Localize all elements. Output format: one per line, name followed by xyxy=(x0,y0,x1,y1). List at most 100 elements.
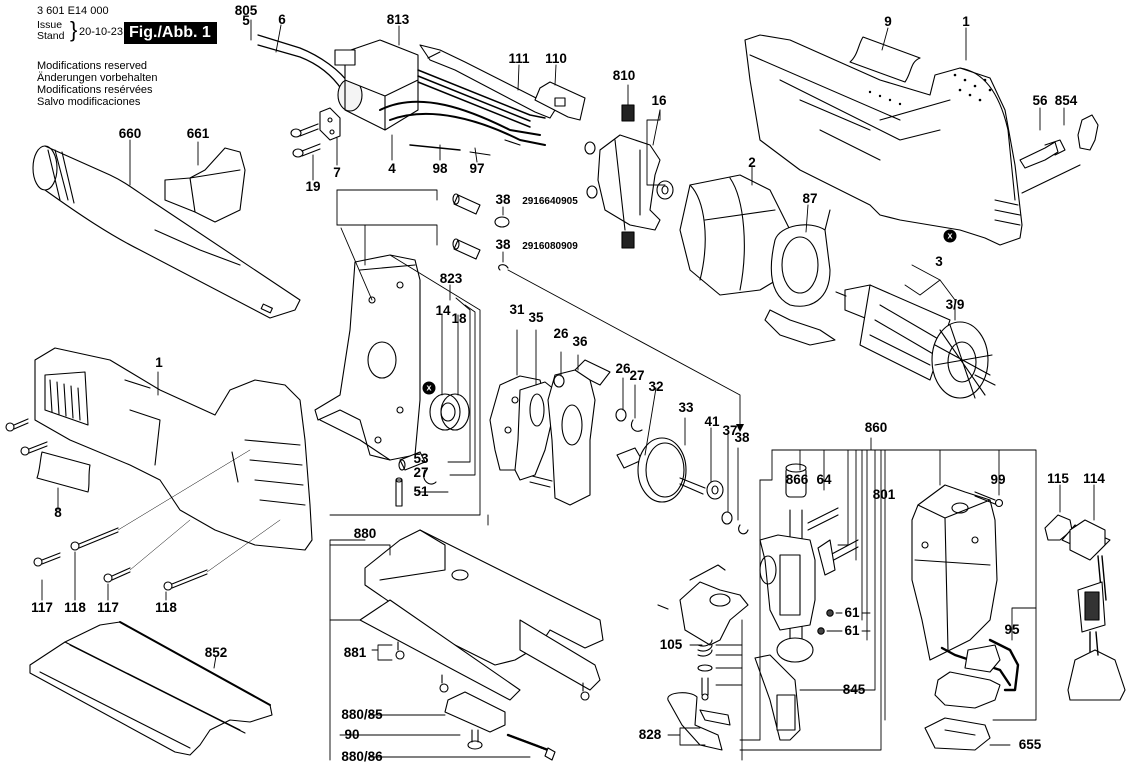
callout-114[interactable]: 114 xyxy=(1083,471,1105,486)
electronics-114-115 xyxy=(1044,514,1126,701)
callout-27-b[interactable]: 27 xyxy=(413,465,429,480)
modifications-en: Modifications reserved xyxy=(37,60,148,72)
callout-105[interactable]: 105 xyxy=(659,637,683,652)
power-cord xyxy=(257,34,363,112)
callout-110[interactable]: 110 xyxy=(545,51,567,66)
set-screws-61 xyxy=(817,609,834,635)
callout-118-b[interactable]: 118 xyxy=(155,600,177,615)
callout-880[interactable]: 880 xyxy=(353,526,377,541)
callout-32[interactable]: 32 xyxy=(648,379,664,394)
callout-880-85[interactable]: 880/85 xyxy=(341,707,383,722)
callout-51[interactable]: 51 xyxy=(413,484,429,499)
callout-95[interactable]: 95 xyxy=(1004,622,1020,637)
callout-64[interactable]: 64 xyxy=(816,472,832,487)
plate-110 xyxy=(534,81,586,121)
dust-cover-661 xyxy=(164,147,246,223)
callout-880-86[interactable]: 880/86 xyxy=(341,749,383,764)
callout-828[interactable]: 828 xyxy=(638,727,662,742)
callout-37[interactable]: 37 xyxy=(722,423,738,438)
callout-805[interactable]: 805 xyxy=(234,3,258,18)
callout-38-top[interactable]: 38 xyxy=(495,192,511,207)
callout-2[interactable]: 2 xyxy=(748,155,756,170)
clamp-parts-880-85-90-86 xyxy=(444,691,556,761)
callout-810[interactable]: 810 xyxy=(612,68,636,83)
callout-33[interactable]: 33 xyxy=(678,400,694,415)
callout-1-right-housing[interactable]: 1 xyxy=(962,14,970,29)
callout-9[interactable]: 9 xyxy=(884,14,892,29)
callout-36[interactable]: 36 xyxy=(572,334,588,349)
callout-97[interactable]: 97 xyxy=(469,161,485,176)
callout-118-a[interactable]: 118 xyxy=(64,600,86,615)
callout-3-9[interactable]: 3/9 xyxy=(945,297,965,312)
callout-98[interactable]: 98 xyxy=(432,161,448,176)
callout-16[interactable]: 16 xyxy=(651,93,667,108)
callout-801[interactable]: 801 xyxy=(872,487,896,502)
callout-1-left-housing[interactable]: 1 xyxy=(155,355,163,370)
callout-26-a[interactable]: 26 xyxy=(553,326,569,341)
callout-111[interactable]: 111 xyxy=(508,51,530,66)
issue-date: 20-10-23 xyxy=(79,26,124,38)
housing-half-right xyxy=(744,34,1023,246)
callout-660[interactable]: 660 xyxy=(118,126,142,141)
callout-26-b[interactable]: 26 xyxy=(615,361,631,376)
callout-845[interactable]: 845 xyxy=(842,682,866,697)
callout-7[interactable]: 7 xyxy=(333,165,341,180)
dust-nozzle-660 xyxy=(32,145,301,319)
arrow-head xyxy=(736,424,744,432)
brace-glyph: } xyxy=(70,17,78,42)
modifications-de: Änderungen vorbehalten xyxy=(37,72,158,84)
callout-90[interactable]: 90 xyxy=(344,727,360,742)
callout-31[interactable]: 31 xyxy=(509,302,525,317)
screw-99 xyxy=(974,491,1004,508)
label-9 xyxy=(849,36,921,83)
callout-38-bottom[interactable]: 38 xyxy=(734,430,750,445)
callout-115[interactable]: 115 xyxy=(1047,471,1069,486)
base-plate-852 xyxy=(29,621,273,756)
callout-38-middle[interactable]: 38 xyxy=(495,237,511,252)
callout-87[interactable]: 87 xyxy=(802,191,818,206)
callout-41[interactable]: 41 xyxy=(704,414,720,429)
callout-866[interactable]: 866 xyxy=(785,472,809,487)
callout-117-a[interactable]: 117 xyxy=(31,600,53,615)
washers-26 xyxy=(553,374,643,432)
callout-117-b[interactable]: 117 xyxy=(97,600,119,615)
callout-661[interactable]: 661 xyxy=(186,126,210,141)
gear-33 xyxy=(616,437,749,535)
issue-label: Issue xyxy=(37,19,63,31)
callout-5[interactable]: 5 xyxy=(242,13,250,28)
foot-plate-880 xyxy=(359,529,604,701)
callout-35[interactable]: 35 xyxy=(528,310,544,325)
callout-53[interactable]: 53 xyxy=(413,451,429,466)
screws-117-118 xyxy=(5,418,281,591)
pendulum-parts-105 xyxy=(657,564,749,701)
callout-881[interactable]: 881 xyxy=(343,645,367,660)
callout-14[interactable]: 14 xyxy=(435,303,451,318)
parts-56-854 xyxy=(1019,114,1099,194)
x-marker-housing: x xyxy=(943,229,957,243)
callout-860[interactable]: 860 xyxy=(864,420,888,435)
part-number: 3 601 E14 000 xyxy=(37,5,109,17)
callout-854[interactable]: 854 xyxy=(1054,93,1078,108)
plunger-assembly-866 xyxy=(759,463,859,663)
callout-56[interactable]: 56 xyxy=(1032,93,1048,108)
callout-4[interactable]: 4 xyxy=(388,161,396,176)
callout-813[interactable]: 813 xyxy=(386,12,410,27)
callout-18[interactable]: 18 xyxy=(451,311,467,326)
callout-61-b[interactable]: 61 xyxy=(844,623,860,638)
support-roller-845 xyxy=(754,654,801,741)
lever-828 xyxy=(667,692,731,751)
callout-3[interactable]: 3 xyxy=(935,254,943,269)
part-number-2916080909: 2916080909 xyxy=(522,241,578,252)
callout-6[interactable]: 6 xyxy=(278,12,286,27)
modifications-fr: Modifications resérvées xyxy=(37,84,153,96)
callout-61-a[interactable]: 61 xyxy=(844,605,860,620)
callout-27-a[interactable]: 27 xyxy=(629,368,645,383)
gear-housing-823 xyxy=(314,254,421,461)
callout-655[interactable]: 655 xyxy=(1018,737,1042,752)
callout-852[interactable]: 852 xyxy=(204,645,228,660)
callout-823[interactable]: 823 xyxy=(439,271,463,286)
callout-19[interactable]: 19 xyxy=(305,179,321,194)
callout-8[interactable]: 8 xyxy=(54,505,62,520)
leads-97-98 xyxy=(409,139,521,156)
callout-99[interactable]: 99 xyxy=(990,472,1006,487)
